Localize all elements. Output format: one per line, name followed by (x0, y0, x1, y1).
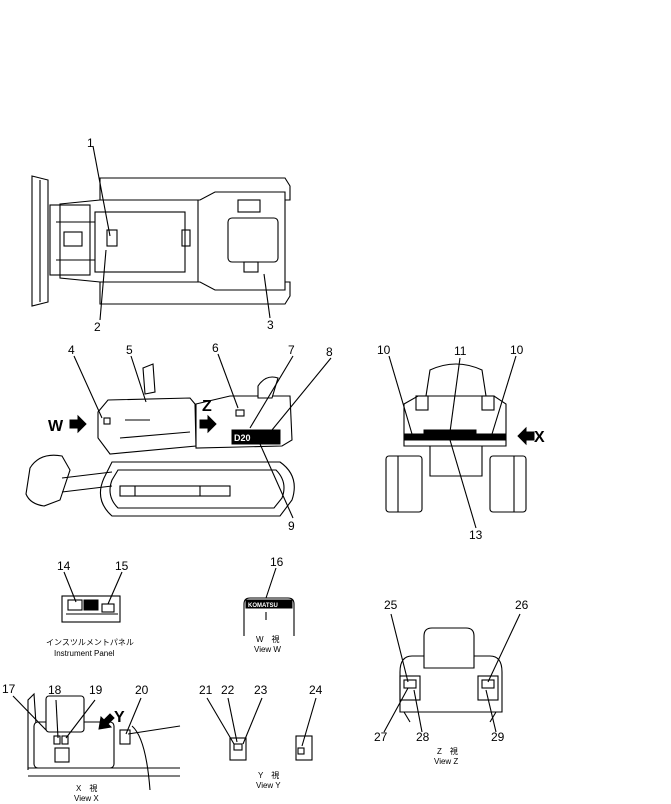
callout-15: 15 (115, 559, 129, 573)
callout-16: 16 (270, 555, 284, 569)
callout-20: 20 (135, 683, 149, 697)
callout-5: 5 (126, 343, 133, 357)
instrument-panel-caption-en: Instrument Panel (54, 649, 115, 658)
callout-9: 9 (288, 519, 295, 533)
arrow-w-icon (69, 414, 87, 434)
view-z-caption-jp: Z 視 (437, 747, 458, 756)
view-w-panel: KOMATSU (243, 597, 295, 636)
view-letter-w: W (48, 418, 64, 435)
view-letter-z: Z (202, 398, 212, 415)
side-view-bulldozer: D20 (25, 363, 295, 517)
callout-27: 27 (374, 730, 388, 744)
view-z-caption-en: View Z (434, 757, 458, 766)
callout-6: 6 (212, 341, 219, 355)
arrow-z-icon (199, 414, 217, 434)
model-plate-text: D20 (234, 433, 251, 443)
view-letter-y: Y (114, 709, 125, 726)
view-x-caption-jp: X 視 (76, 784, 97, 793)
callout-10-left: 10 (377, 343, 391, 357)
view-x-panel (27, 692, 181, 791)
view-z-panel (399, 627, 503, 723)
callout-3: 3 (267, 318, 274, 332)
callout-22: 22 (221, 683, 235, 697)
rear-view-bulldozer (385, 363, 527, 513)
callout-numbers: 1 2 3 4 5 6 7 8 9 10 10 11 13 14 15 16 1… (2, 136, 529, 744)
view-w-caption-en: View W (254, 645, 281, 654)
arrow-x-icon (517, 426, 535, 446)
callout-8: 8 (326, 345, 333, 359)
leader-lines (12, 145, 521, 747)
view-x-caption-en: View X (74, 794, 99, 803)
callout-17: 17 (2, 682, 16, 696)
view-w-caption-jp: W 視 (256, 635, 280, 644)
callout-25: 25 (384, 598, 398, 612)
callout-4: 4 (68, 343, 75, 357)
brand-plate-text: KOMATSU (248, 603, 278, 609)
captions: インスツルメントパネル Instrument Panel W 視 View W … (46, 635, 458, 803)
instrument-panel-view (61, 595, 121, 623)
callout-1: 1 (87, 136, 94, 150)
view-letter-x: X (534, 429, 545, 446)
callout-26: 26 (515, 598, 529, 612)
callout-2: 2 (94, 320, 101, 334)
top-view-bulldozer (31, 175, 291, 307)
callout-18: 18 (48, 683, 62, 697)
callout-7: 7 (288, 343, 295, 357)
callout-28: 28 (416, 730, 430, 744)
instrument-panel-caption-jp: インスツルメントパネル (46, 638, 134, 647)
callout-21: 21 (199, 683, 213, 697)
view-y-caption-en: View Y (256, 781, 281, 790)
callout-29: 29 (491, 730, 505, 744)
arrow-y-icon (98, 713, 115, 730)
callout-24: 24 (309, 683, 323, 697)
callout-11: 11 (454, 344, 467, 358)
callout-14: 14 (57, 559, 71, 573)
callout-19: 19 (89, 683, 103, 697)
view-y-panel (229, 735, 313, 761)
callout-13: 13 (469, 528, 483, 542)
callout-23: 23 (254, 683, 268, 697)
view-y-caption-jp: Y 視 (258, 771, 279, 780)
view-arrows: W Z X Y (48, 398, 545, 730)
callout-10-right: 10 (510, 343, 524, 357)
